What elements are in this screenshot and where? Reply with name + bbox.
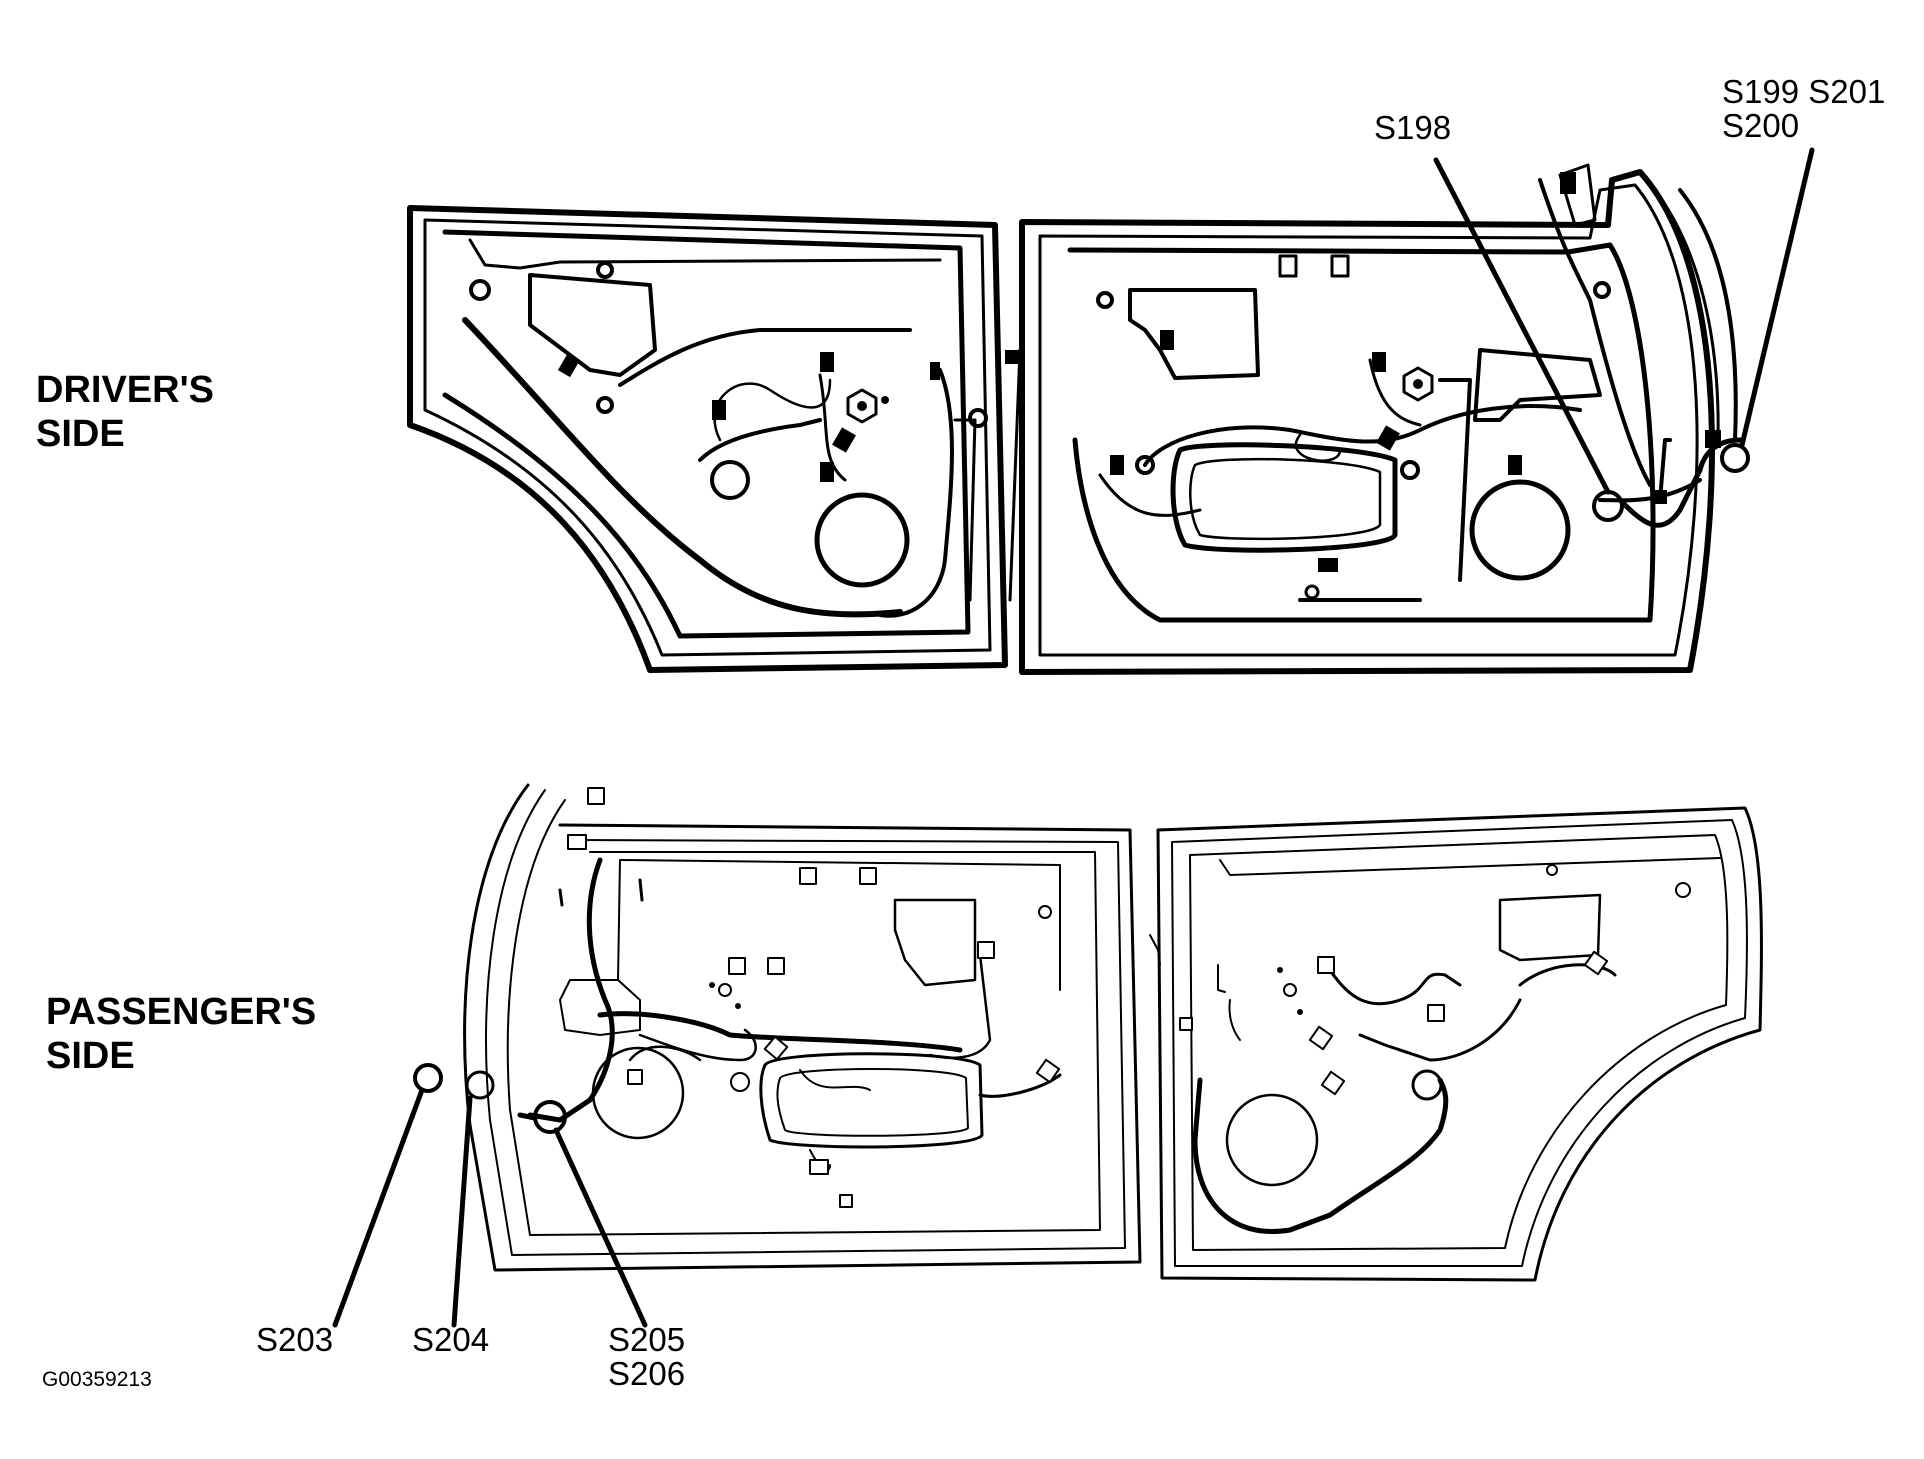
driver-side-label: DRIVER'S SIDE	[36, 368, 214, 456]
driver-side-label-line1: DRIVER'S	[36, 369, 214, 411]
passenger-front-door	[463, 783, 1142, 1272]
splice-s204-marker	[451, 1070, 495, 1328]
passenger-rear-door	[1149, 806, 1763, 1282]
splice-s205-s206-marker	[517, 1100, 648, 1328]
splice-s198-marker	[1433, 157, 1624, 522]
callout-s206: S206	[608, 1355, 686, 1392]
callout-s203: S203	[256, 1321, 334, 1358]
splice-s203-marker	[332, 1063, 443, 1328]
driver-side-label-line2: SIDE	[36, 413, 125, 455]
passenger-side-label: PASSENGER'S SIDE	[46, 990, 316, 1078]
splice-rear-door-marker	[1411, 1069, 1443, 1101]
callout-s198: S198	[1374, 109, 1452, 146]
driver-front-door	[1019, 163, 1743, 675]
figure-id: G00359213	[42, 1368, 152, 1391]
callout-s200: S200	[1722, 107, 1800, 144]
callout-s204: S204	[412, 1321, 490, 1358]
passenger-side-label-line1: PASSENGER'S	[46, 991, 317, 1033]
driver-rear-door	[407, 205, 1022, 673]
passenger-side-label-line2: SIDE	[46, 1035, 135, 1077]
callout-s205: S205	[608, 1321, 686, 1358]
callout-s199-s201: S199 S201	[1722, 73, 1886, 110]
splice-s199-s201-marker	[1720, 147, 1815, 473]
